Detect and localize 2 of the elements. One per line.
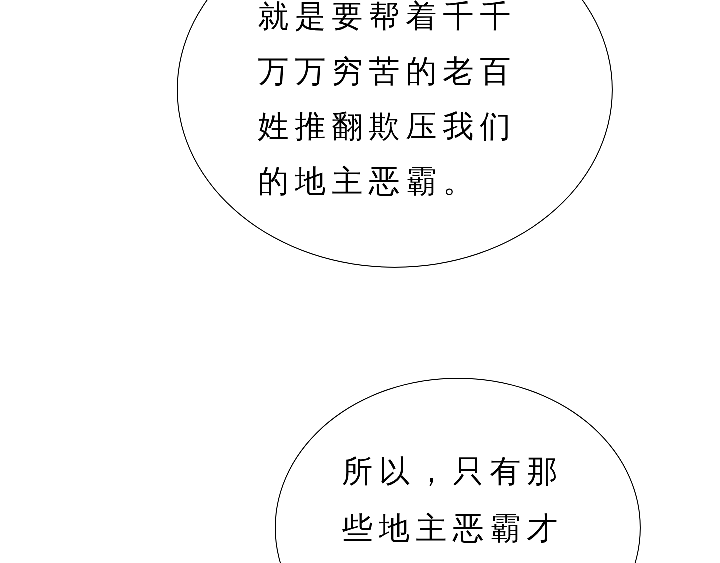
dialogue-text: 所以，只有那些地主恶霸才 [342,453,565,549]
dialogue-text: 就是要帮着千千万万穷苦的老百姓推翻欺压我们的地主恶霸。 [258,0,518,202]
